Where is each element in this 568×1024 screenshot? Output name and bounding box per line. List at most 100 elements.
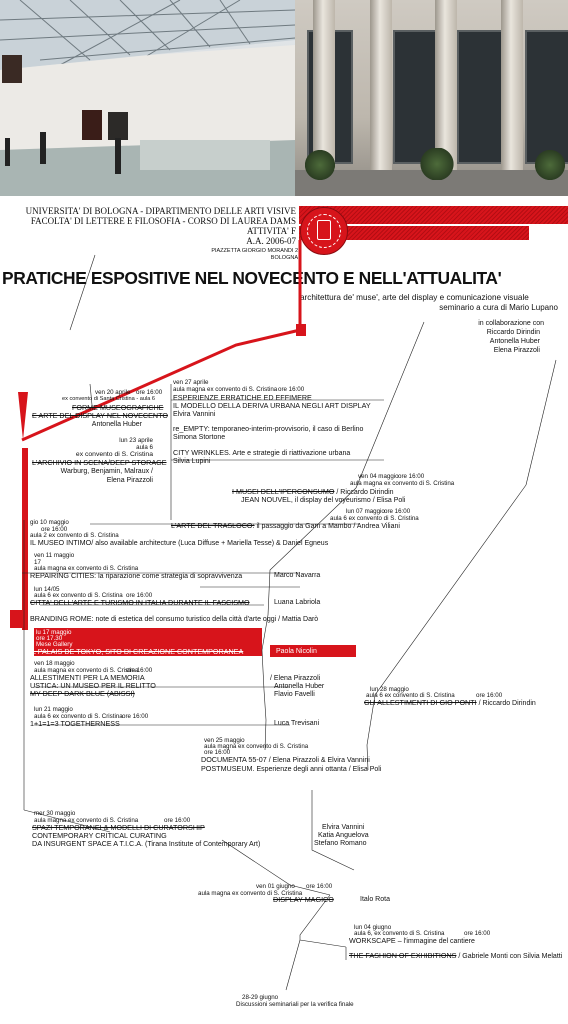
session-title: L'ARCHIVIO IN SCENA/DEEP STORAGE (32, 458, 167, 467)
plant-icon (535, 150, 565, 180)
session-place: aula 6, ex convento di S. Cristina (354, 930, 445, 937)
session-place: aula 2 ex convento di S. Cristina (30, 532, 119, 539)
session-desc: la riparazione come strategia di sopravv… (98, 573, 243, 580)
gallery-interior-photo (0, 0, 295, 196)
session-desc: temporaneo-interim-provvisorio, il caso … (211, 426, 364, 433)
session-date: lun 04 giugno (354, 924, 392, 931)
session-title: ALLESTIMENTI PER LA MEMORIA (30, 673, 145, 682)
facade-column (313, 0, 335, 170)
session-place: aula magna ex convento di S. Cristina (173, 386, 278, 393)
session-desc: (Tirana Institute of Contemporary Art) (145, 841, 261, 848)
plant-icon (305, 150, 335, 180)
session-place: aula magna ex convento di S. Cristina (34, 667, 139, 674)
session-title: SPAZI TEMPORANEI & MODELLI DI CURATORSHI… (32, 823, 205, 832)
session-date: lun 14/05 (34, 586, 60, 593)
session-desc: il display del voyeurismo / Elisa Poli (294, 497, 406, 504)
session-time: ore 16:00 (126, 667, 153, 674)
address-line-2: BOLOGNA (270, 255, 298, 261)
session-title: L'ARTE DEL TRASLOCO: (171, 521, 255, 530)
session-place: aula 6 ex convento di S. Cristina (34, 592, 123, 599)
facade-column (501, 0, 523, 170)
session-time: ore 17.30 (36, 635, 63, 642)
session-desc: note di estetica del consumo turistico d… (95, 616, 277, 623)
collaborator: Elena Pirazzoli (493, 347, 540, 354)
session-title: POSTMUSEUM. (201, 764, 255, 773)
session-place: aula magna ex convento di S. Cristina (350, 480, 455, 487)
session-speaker: / Mattia Darò (278, 616, 319, 623)
session-title: I MUSEI DELL'IPERCONSUMO (232, 487, 335, 496)
session-date: ven 11 maggio (34, 552, 75, 559)
session-date: gio 10 maggio (30, 519, 69, 526)
session-speaker: Luca Trevisani (274, 720, 320, 727)
header-line-1: UNIVERSITA' DI BOLOGNA - DIPARTIMENTO DE… (25, 206, 296, 216)
session-speaker: Antonella Huber (91, 421, 142, 428)
session-speaker: Antonella Huber (274, 683, 325, 690)
session-desc: – l'immagine del cantiere (397, 938, 475, 945)
session-speaker: / Riccardo Dirindin (336, 489, 394, 496)
session-time: ore 16:00 (41, 526, 68, 533)
session-date: lun 23 aprile (119, 437, 153, 444)
session-place: aula 6 ex convento di S. Cristina (366, 692, 455, 699)
session-title: DOCUMENTA 55-07 (201, 755, 267, 764)
facade-window (457, 30, 503, 164)
session-place: aula 6 ex convento di S. Cristina (330, 515, 419, 522)
session-place: aula magna ex convento di S. Cristina (34, 817, 139, 824)
session-title: CITY WRINKLES. (173, 448, 231, 457)
session-desc: also available architecture (Luca Diffus… (95, 540, 329, 547)
session-desc: Discussioni seminariali per la verifica … (236, 1001, 354, 1008)
header-red-band (299, 206, 568, 224)
session-speaker: Elena Pirazzoli (106, 477, 153, 484)
session-place: aula magna ex convento di S. Cristina (34, 565, 139, 572)
session-title: CONTEMPORARY CRITICAL CURATING (32, 831, 167, 840)
session-desc: Warburg, Benjamin, Malraux / (60, 468, 153, 475)
session-desc: / Gabriele Monti con Silvia Melatti (458, 953, 563, 960)
session-date: lun 21 maggio (34, 706, 73, 713)
session-title: E ARTE DEL DISPLAY NEL NOVECENTO (32, 411, 168, 420)
museum-facade-photo (295, 0, 568, 196)
session-time: ore 16:00 (306, 883, 333, 890)
gallery-skylight-drawing (0, 0, 295, 196)
session-time: ore 16:00 (476, 692, 503, 699)
header-line-2: FACOLTA' DI LETTERE E FILOSOFIA - CORSO … (30, 216, 296, 226)
session-date: lun 07 maggio (346, 508, 385, 515)
session-speaker: Stefano Romano (314, 840, 367, 847)
session-time: ore 16:00 (122, 713, 149, 720)
session-room: aula 6 (136, 444, 153, 451)
session-speaker: / Elena Pirazzoli & Elvira Vannini (268, 757, 370, 764)
collaborator: Riccardo Dirindin (486, 329, 540, 336)
session-title: THE FASHION OF EXHIBITIONS (349, 951, 457, 960)
session-time: ore 16:00 (126, 592, 153, 599)
session-date: lun 28 maggio (370, 686, 409, 693)
red-flow-node (10, 610, 26, 628)
page-subtitle: architettura de' muse', arte del display… (300, 293, 529, 302)
session-title: IL MUSEO INTIMO/ (30, 538, 94, 547)
session-speaker: Simona Stortone (173, 434, 226, 441)
header-line-3: ATTIVITA' F (246, 226, 296, 236)
session-date: mer 30 maggio (34, 810, 76, 817)
session-time: ore 16:00 (204, 749, 231, 756)
session-date: ven 01 giugno (256, 883, 295, 890)
session-place: ex convento di S. Cristina (75, 451, 153, 458)
session-time: ore 16:00 (136, 389, 163, 396)
session-title: IL MODELLO DELLA DERIVA URBANA NEGLI ART… (173, 401, 371, 410)
session-title: REPAIRING CITIES: (30, 571, 97, 580)
session-speaker: Paola Nicolin (276, 648, 317, 655)
session-time: ore 16:00 (278, 386, 305, 393)
session-time: ore 16:00 (384, 508, 411, 515)
session-title: re_EMPTY: (173, 424, 210, 433)
session-speaker: / Riccardo Dirindin (478, 700, 536, 707)
session-speaker: Elvira Vannini (173, 411, 216, 418)
session-title: CITTA' DELL'ARTE E TURISMO IN ITALIA DUR… (30, 598, 250, 607)
session-place: Mese Gallery (36, 641, 73, 648)
session-date: ven 04 maggio (358, 473, 399, 480)
address-line-1: PIAZZETTA GIORGIO MORANDI 2 (211, 248, 298, 254)
session-title: 1+1=1=3 TOGETHERNESS (30, 719, 120, 728)
session-desc: Arte e strategie di riattivazione urbana (232, 450, 351, 457)
session-title: DISPLAY MAGICO (273, 895, 334, 904)
session-speaker: Elvira Vannini (322, 824, 365, 831)
collaborator: Antonella Huber (489, 338, 540, 345)
session-time: ore 16:00 (398, 473, 425, 480)
university-seal (300, 207, 348, 255)
session-speaker: Marco Navarra (274, 572, 321, 579)
session-speaker: Silvia Lupini (173, 458, 211, 465)
